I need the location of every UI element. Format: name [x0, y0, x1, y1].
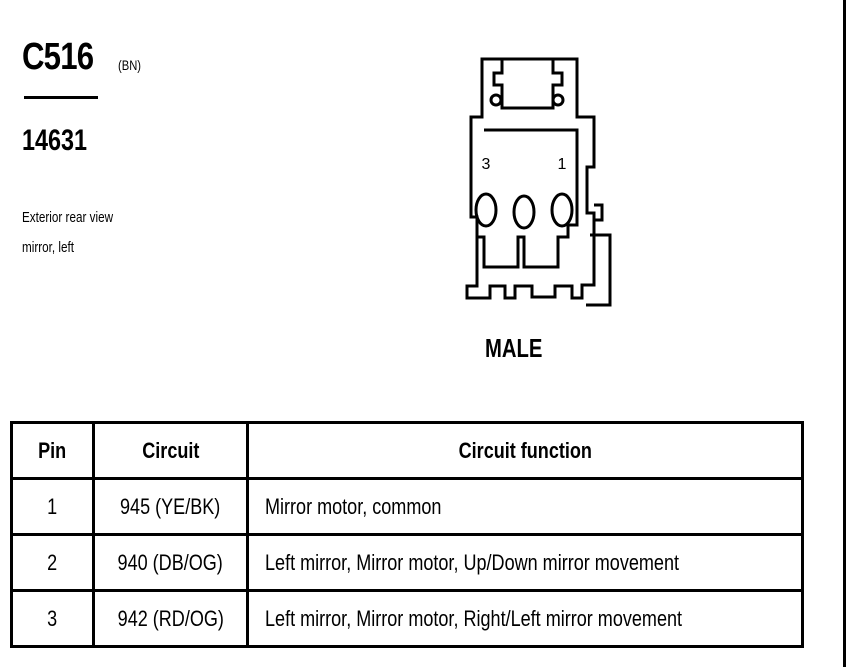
connector-description: Exterior rear view mirror, left	[22, 203, 178, 263]
table-row: 2 940 (DB/OG) Left mirror, Mirror motor,…	[10, 533, 804, 592]
cell-circuit-function: Mirror motor, common	[246, 477, 804, 536]
cell-pin: 3	[10, 589, 95, 648]
table-row: 1 945 (YE/BK) Mirror motor, common	[10, 477, 804, 536]
pin-assignment-table: Pin Circuit Circuit function 1 945 (YE/B…	[10, 421, 804, 648]
page-border-line	[843, 0, 846, 667]
pin-cavity-3	[474, 192, 498, 228]
cell-circuit-function: Left mirror, Mirror motor, Right/Left mi…	[246, 589, 804, 648]
cell-pin: 1	[10, 477, 95, 536]
cell-pin: 2	[10, 533, 95, 592]
connector-color-code: (BN)	[118, 57, 142, 73]
header-pin: Pin	[10, 421, 95, 480]
header-circuit-function: Circuit function	[246, 421, 804, 480]
description-line-1: Exterior rear view	[22, 209, 114, 226]
pin-cavity-1	[550, 192, 574, 228]
latch-dot-left	[489, 93, 503, 107]
part-number: 14631	[22, 124, 88, 157]
connector-id: C516	[22, 36, 94, 78]
cell-circuit: 942 (RD/OG)	[92, 589, 249, 648]
cell-circuit: 940 (DB/OG)	[92, 533, 249, 592]
cell-circuit: 945 (YE/BK)	[92, 477, 249, 536]
table-row: 3 942 (RD/OG) Left mirror, Mirror motor,…	[10, 589, 804, 648]
side-rib	[594, 203, 604, 222]
connector-housing-outline	[465, 57, 596, 300]
pin-label-1: 1	[558, 156, 567, 173]
pin-cavity-2	[512, 194, 536, 230]
title-underline	[24, 96, 98, 99]
pin-label-3: 3	[482, 156, 491, 173]
terminal-cavity-outline	[477, 128, 579, 269]
connector-gender-label: MALE	[485, 333, 543, 363]
table-header-row: Pin Circuit Circuit function	[10, 421, 804, 480]
latch-dot-right	[551, 93, 565, 107]
header-circuit: Circuit	[92, 421, 249, 480]
locking-latch	[492, 59, 564, 110]
connector-face-diagram: 3 1	[465, 57, 612, 307]
description-line-2: mirror, left	[22, 239, 75, 256]
cell-circuit-function: Left mirror, Mirror motor, Up/Down mirro…	[246, 533, 804, 592]
side-tab	[586, 233, 612, 307]
